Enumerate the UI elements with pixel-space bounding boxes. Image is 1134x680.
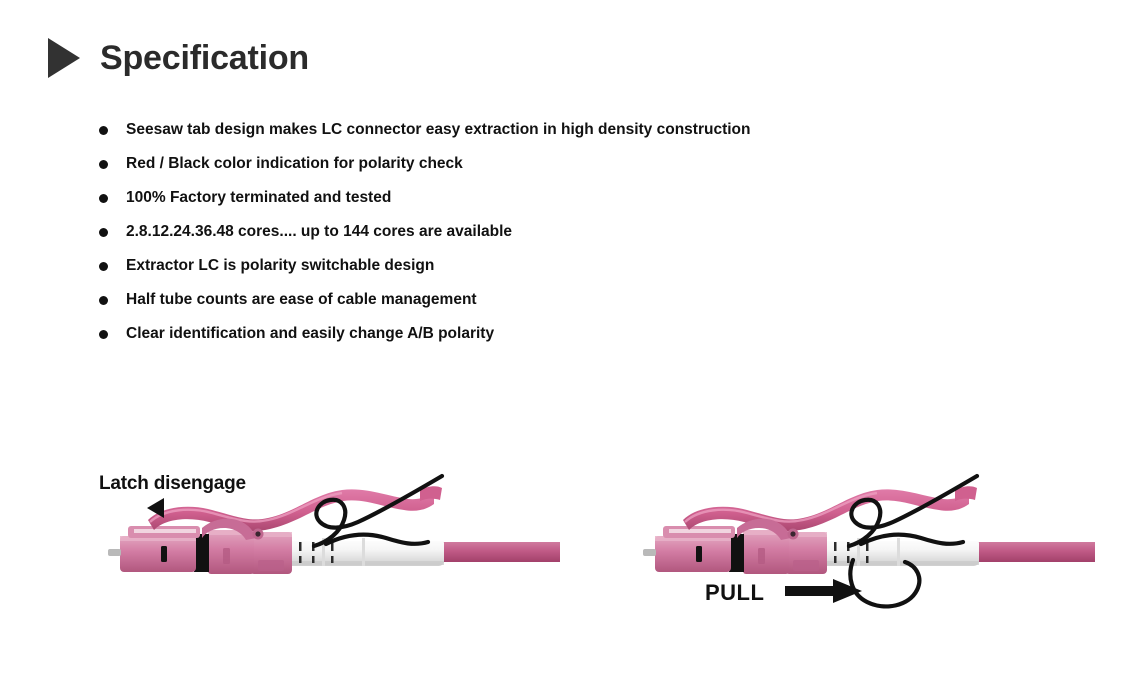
- triangle-left-icon: [147, 498, 164, 518]
- list-item: 100% Factory terminated and tested: [99, 189, 999, 223]
- list-item: Extractor LC is polarity switchable desi…: [99, 257, 999, 291]
- list-item-label: Seesaw tab design makes LC connector eas…: [126, 121, 751, 138]
- list-item-label: 2.8.12.24.36.48 cores.... up to 144 core…: [126, 223, 513, 240]
- polarity-black-band: [729, 534, 744, 572]
- connector-rear-collar: [250, 532, 292, 574]
- latch-disengage-figure: [90, 460, 560, 650]
- pull-label-group: PULL: [705, 578, 863, 606]
- triangle-right-icon: [48, 38, 80, 78]
- bullet-dot-icon: [99, 296, 108, 305]
- bullet-dot-icon: [99, 228, 108, 237]
- specification-list: Seesaw tab design makes LC connector eas…: [99, 121, 999, 359]
- page-title-row: Specification: [48, 38, 309, 78]
- pull-figure: [625, 460, 1095, 650]
- polarity-black-band: [194, 534, 209, 572]
- list-item-label: Clear identification and easily change A…: [126, 325, 495, 342]
- connector-front-body: [643, 526, 735, 572]
- finger-outline: [311, 473, 445, 549]
- list-item: Clear identification and easily change A…: [99, 325, 999, 359]
- list-item-label: 100% Factory terminated and tested: [126, 189, 392, 206]
- latch-hinge: [737, 518, 799, 540]
- list-item: Seesaw tab design makes LC connector eas…: [99, 121, 999, 155]
- list-item-label: Half tube counts are ease of cable manag…: [126, 291, 477, 308]
- connector-mid-housing: [743, 530, 789, 574]
- block-arrow-right-icon: [784, 579, 862, 603]
- list-item-label: Extractor LC is polarity switchable desi…: [126, 257, 435, 274]
- finger-outline: [846, 473, 980, 609]
- connector-front-body: [108, 526, 200, 572]
- page-title: Specification: [100, 39, 310, 77]
- list-item: 2.8.12.24.36.48 cores.... up to 144 core…: [99, 223, 999, 257]
- latch-disengage-label: Latch disengage: [99, 473, 246, 494]
- list-item: Half tube counts are ease of cable manag…: [99, 291, 999, 325]
- cable-jacket: [975, 542, 1095, 562]
- latch-hinge: [202, 518, 264, 540]
- bullet-dot-icon: [99, 262, 108, 271]
- connector-mid-housing: [208, 530, 254, 574]
- connector-rear-collar: [785, 532, 827, 574]
- list-item: Red / Black color indication for polarit…: [99, 155, 999, 189]
- bullet-dot-icon: [99, 330, 108, 339]
- bullet-dot-icon: [99, 160, 108, 169]
- cable-jacket: [440, 542, 560, 562]
- list-item-label: Red / Black color indication for polarit…: [126, 155, 463, 172]
- pull-label: PULL: [705, 580, 765, 605]
- bullet-dot-icon: [99, 194, 108, 203]
- seesaw-pull-tab: [683, 486, 977, 532]
- bullet-dot-icon: [99, 126, 108, 135]
